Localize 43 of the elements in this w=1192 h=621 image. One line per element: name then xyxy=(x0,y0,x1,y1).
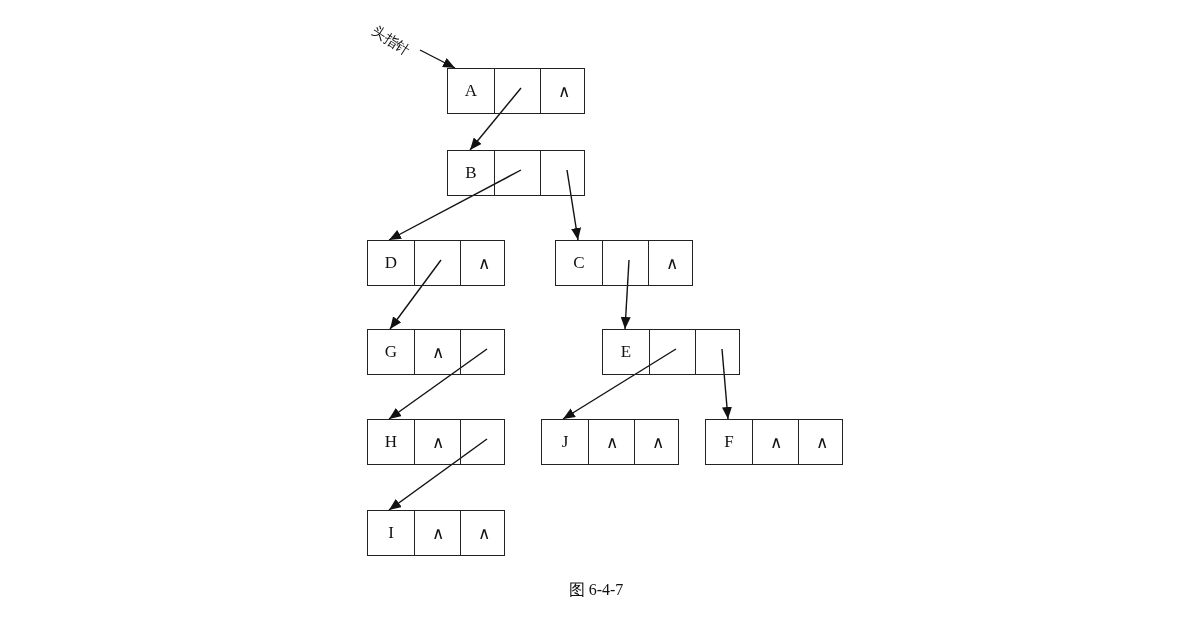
pointer-cell: ∧ xyxy=(414,420,460,464)
record-box xyxy=(367,419,505,465)
pointer-cell: ∧ xyxy=(648,241,694,285)
data-cell: F xyxy=(706,420,752,464)
pointer-cell: ∧ xyxy=(460,511,506,555)
arrow xyxy=(419,49,456,69)
pointer-cell: ∧ xyxy=(460,241,506,285)
arrow xyxy=(469,87,522,151)
data-cell: C xyxy=(556,241,602,285)
pointer-cell: ∧ xyxy=(414,330,460,374)
pointer-cell: ∧ xyxy=(414,511,460,555)
pointer-cell: ∧ xyxy=(752,420,798,464)
arrow xyxy=(388,438,488,511)
data-cell: D xyxy=(368,241,414,285)
record-box xyxy=(602,329,740,375)
record-box xyxy=(705,419,843,465)
record-box xyxy=(555,240,693,286)
record-box xyxy=(367,510,505,556)
arrow xyxy=(620,259,631,330)
record-box xyxy=(447,68,585,114)
pointer-cell: ∧ xyxy=(540,69,586,113)
data-cell: I xyxy=(368,511,414,555)
arrow xyxy=(562,348,677,420)
data-cell: E xyxy=(603,330,649,374)
figure-caption: 图 6-4-7 xyxy=(568,581,624,598)
record-box xyxy=(367,240,505,286)
data-cell: J xyxy=(542,420,588,464)
pointer-cell: ∧ xyxy=(798,420,844,464)
data-cell: A xyxy=(448,69,494,113)
arrow xyxy=(566,169,582,241)
record-box xyxy=(541,419,679,465)
data-cell: B xyxy=(448,151,494,195)
pointer-label: 头指针 xyxy=(368,22,414,60)
pointer-cell: ∧ xyxy=(634,420,680,464)
record-box xyxy=(447,150,585,196)
record-box xyxy=(367,329,505,375)
pointer-cell: ∧ xyxy=(588,420,634,464)
arrow xyxy=(388,348,488,420)
data-cell: G xyxy=(368,330,414,374)
data-cell: H xyxy=(368,420,414,464)
arrow xyxy=(388,169,522,241)
arrow xyxy=(389,259,442,330)
arrow xyxy=(721,348,732,420)
